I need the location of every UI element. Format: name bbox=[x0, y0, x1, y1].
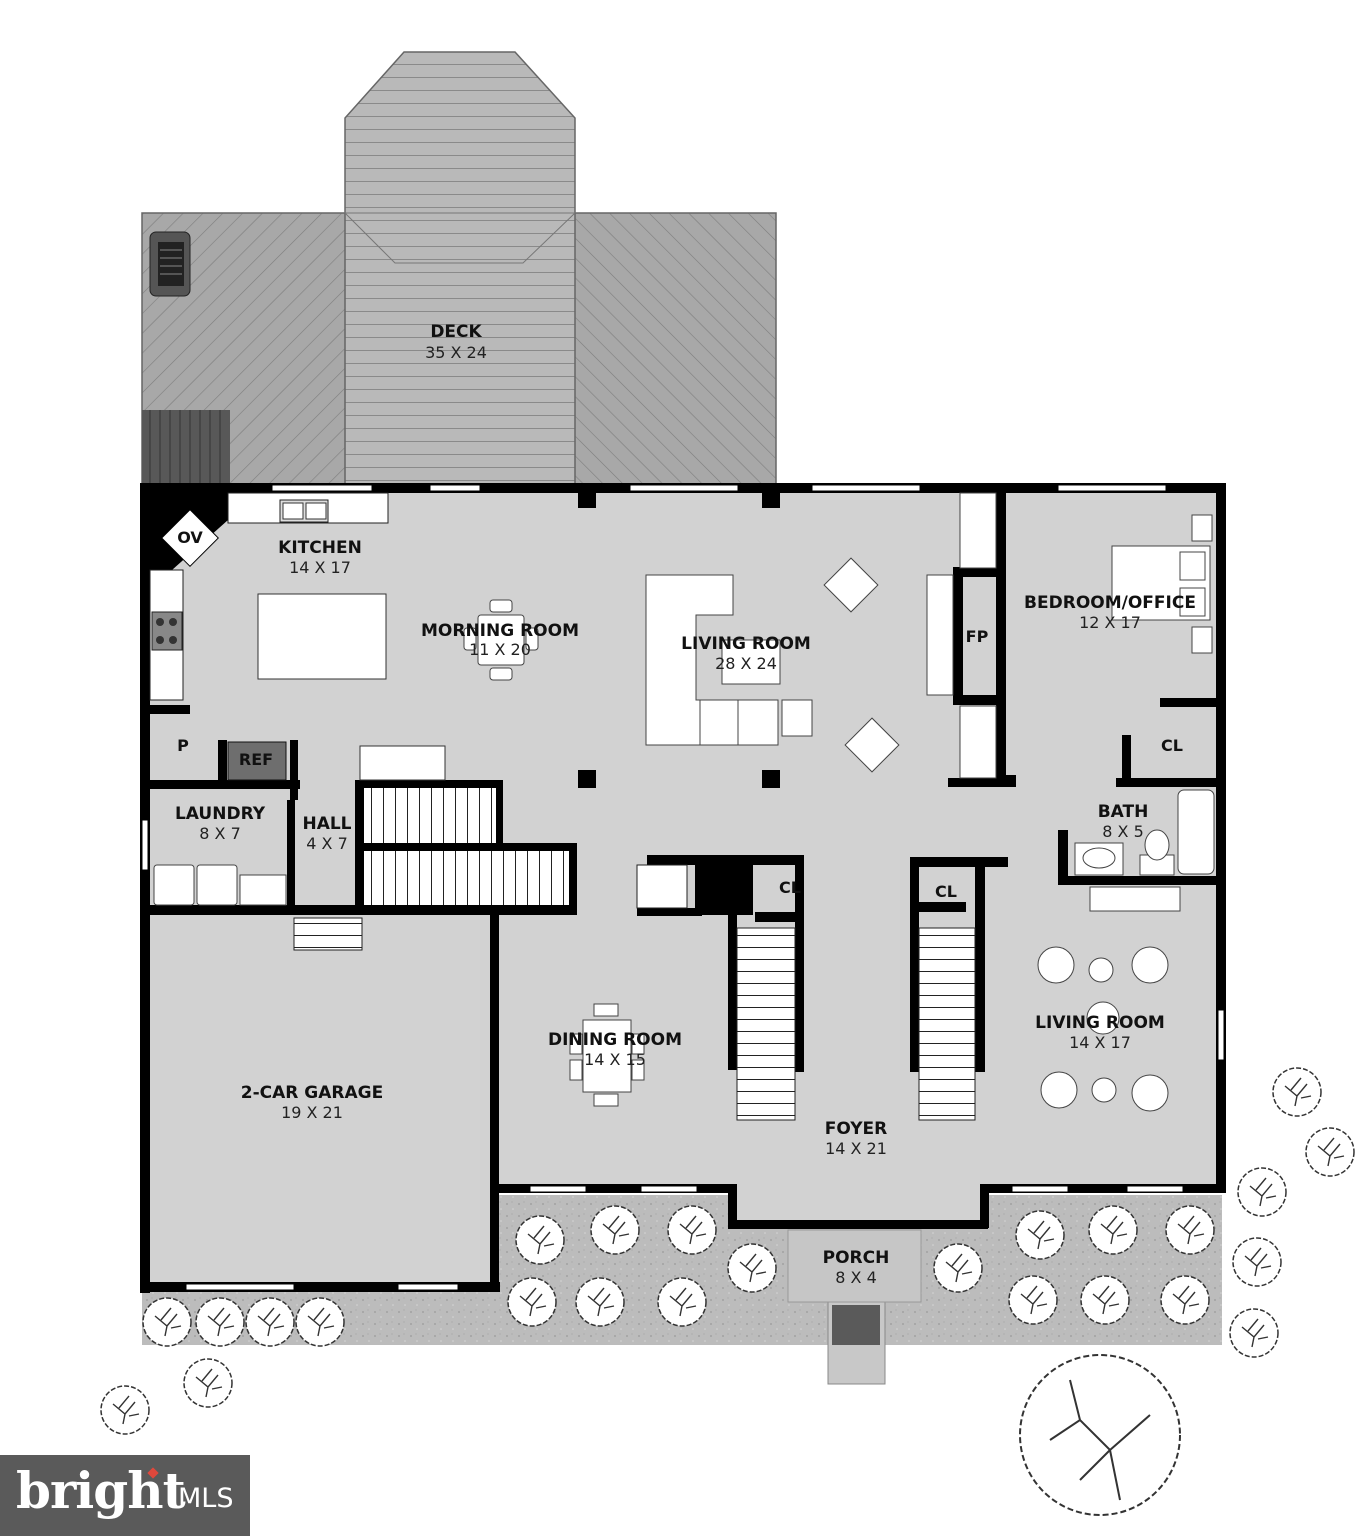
pantry-tag: P bbox=[177, 736, 189, 755]
living-room-second-dim: 14 X 17 bbox=[1069, 1033, 1131, 1052]
dining-table bbox=[569, 1003, 645, 1107]
room-labels: DECK 35 X 24 KITCHEN 14 X 17 MORNING ROO… bbox=[161, 322, 1196, 1287]
kitchen-island bbox=[257, 593, 387, 680]
hall-name: HALL bbox=[302, 814, 351, 834]
oven-tag: OV bbox=[177, 528, 203, 547]
closet-foyer-left-tag: CL bbox=[779, 878, 801, 897]
dining-room-dim: 14 X 15 bbox=[584, 1050, 646, 1069]
garage-dim: 19 X 21 bbox=[281, 1103, 343, 1122]
kitchen-dim: 14 X 17 bbox=[289, 558, 351, 577]
deck-dim: 35 X 24 bbox=[425, 343, 487, 362]
bath-name: BATH bbox=[1098, 802, 1149, 822]
kitchen-fixtures bbox=[149, 492, 446, 781]
living-room-second-name: LIVING ROOM bbox=[1035, 1013, 1165, 1033]
porch-dim: 8 X 4 bbox=[835, 1268, 877, 1287]
foyer-name: FOYER bbox=[825, 1119, 887, 1139]
fireplace-tag: FP bbox=[966, 627, 989, 646]
fridge-tag: REF bbox=[239, 750, 273, 769]
bedroom-furniture bbox=[1111, 514, 1213, 654]
grill-icon bbox=[149, 231, 191, 297]
watermark-word: bright bbox=[16, 1461, 186, 1520]
bath-dim: 8 X 5 bbox=[1102, 822, 1144, 841]
closet-bedroom-tag: CL bbox=[1161, 736, 1183, 755]
bath-fixtures bbox=[1074, 789, 1215, 876]
hall-dim: 4 X 7 bbox=[306, 834, 348, 853]
living-room-furniture bbox=[645, 492, 997, 779]
fridge-icon bbox=[227, 741, 287, 781]
shrubs bbox=[100, 1067, 1355, 1516]
living-room-main-name: LIVING ROOM bbox=[681, 634, 811, 654]
bedroom-name: BEDROOM/OFFICE bbox=[1024, 593, 1196, 613]
windows bbox=[141, 484, 1225, 1291]
watermark-suffix: MLS bbox=[178, 1483, 234, 1514]
stairs bbox=[293, 788, 1181, 1121]
sink-icon bbox=[279, 499, 329, 523]
mls-watermark: bright MLS bbox=[0, 1455, 250, 1536]
closet-foyer-right-tag: CL bbox=[935, 882, 957, 901]
laundry-fixtures bbox=[153, 864, 287, 906]
morning-table bbox=[463, 599, 539, 681]
dining-room-name: DINING ROOM bbox=[548, 1030, 682, 1050]
morning-room-dim: 11 X 20 bbox=[469, 640, 531, 659]
living-room-main-dim: 28 X 24 bbox=[715, 654, 777, 673]
cooktop-icon bbox=[151, 611, 183, 651]
laundry-dim: 8 X 7 bbox=[199, 824, 241, 843]
deck bbox=[141, 51, 777, 486]
seating-groups bbox=[1037, 946, 1169, 1112]
garage-name: 2-CAR GARAGE bbox=[241, 1083, 383, 1103]
tree-icon bbox=[1019, 1354, 1181, 1516]
foyer-dim: 14 X 21 bbox=[825, 1139, 887, 1158]
kitchen-name: KITCHEN bbox=[278, 538, 362, 558]
morning-room-name: MORNING ROOM bbox=[421, 621, 579, 641]
bedroom-dim: 12 X 17 bbox=[1079, 613, 1141, 632]
deck-name: DECK bbox=[430, 322, 482, 342]
laundry-name: LAUNDRY bbox=[175, 804, 266, 824]
porch-name: PORCH bbox=[823, 1248, 890, 1268]
